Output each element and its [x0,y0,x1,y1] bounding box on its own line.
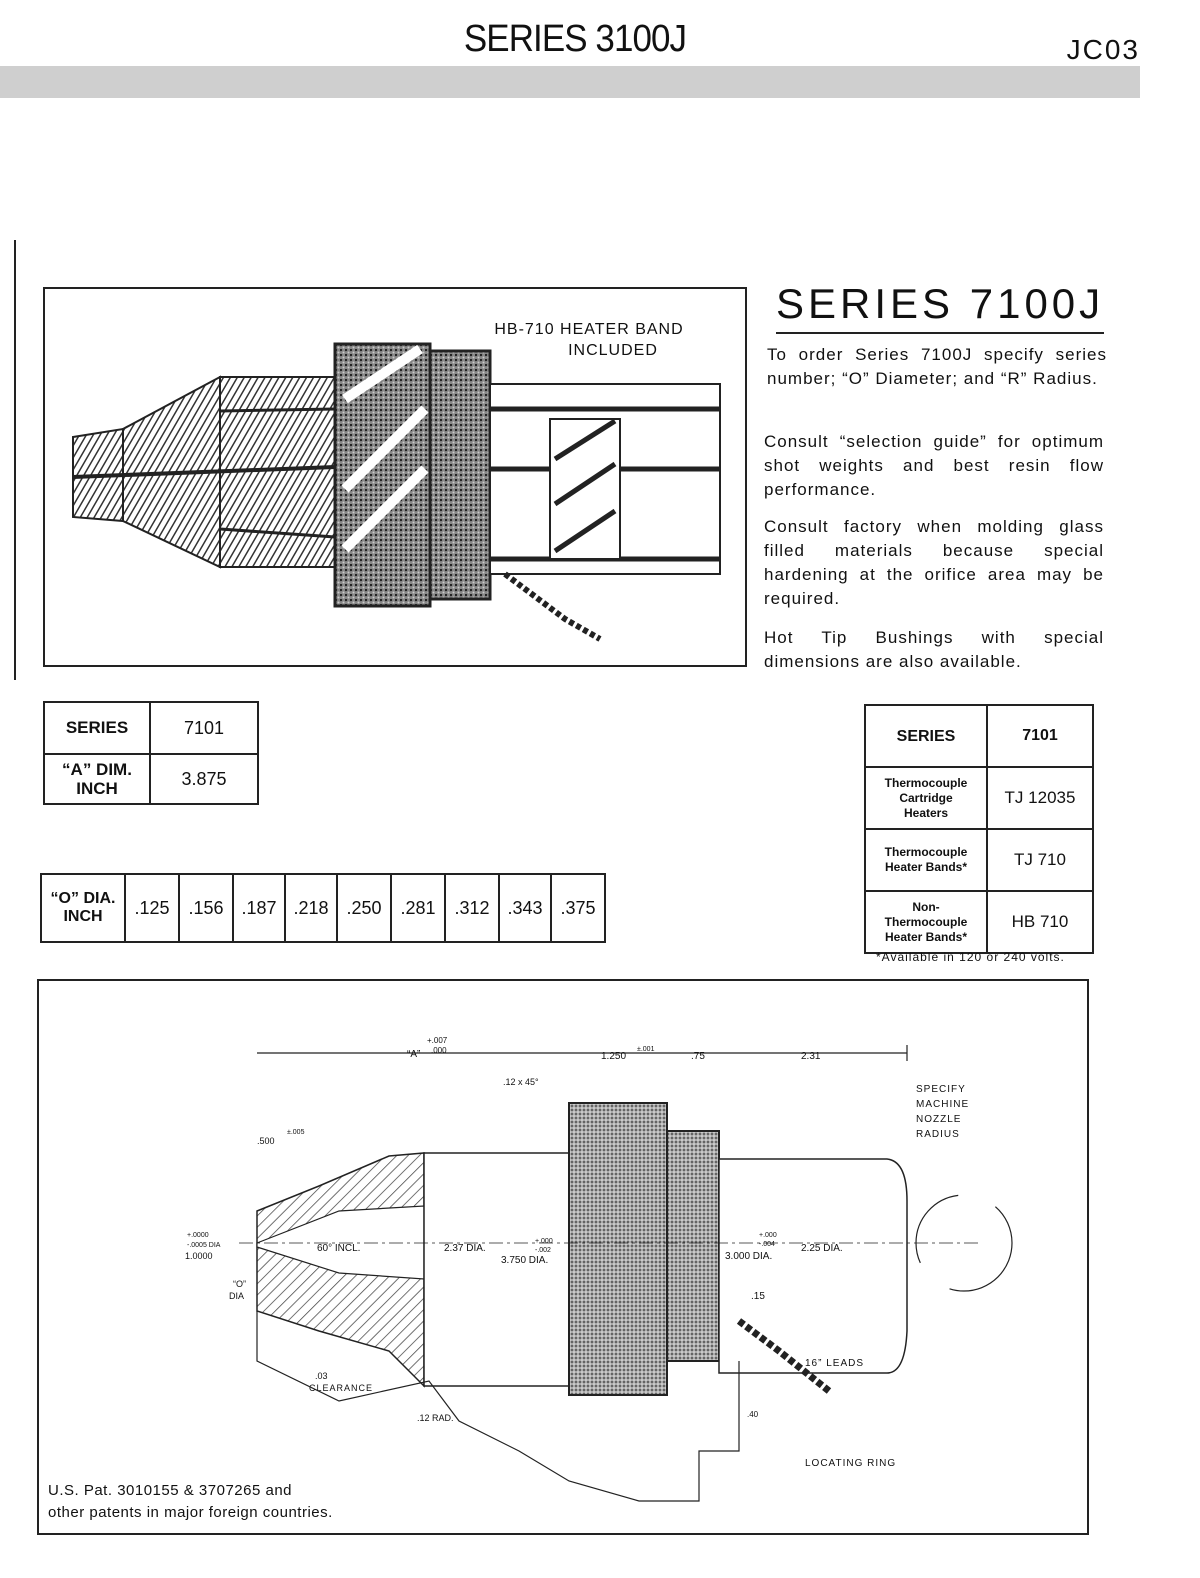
dim-500-tol: ±.005 [287,1129,305,1136]
angle-label: 60° INCL. [317,1243,360,1254]
heater-row-label-line: Heater Bands* [884,929,968,944]
o-dia-value: .125 [124,873,180,943]
o-dia-value: .312 [444,873,500,943]
dim-15: .15 [751,1291,765,1302]
o-dia-value: .281 [390,873,446,943]
selection-guide-paragraph: Consult “selection guide” for optimum sh… [764,432,1104,499]
heater-row-label: Thermocouple Cartridge Heaters [864,766,988,830]
callout-line-2: INCLUDED [568,342,658,359]
dim-75: .75 [691,1051,705,1062]
o-table-label-line-2: INCH [63,908,103,925]
page-code: JC03 [1066,34,1140,65]
a-table-dim-label-line-2: INCH [76,779,118,798]
dim-231: 2.31 [801,1051,821,1062]
a-dimension-table: SERIES 7101 “A” DIM. INCH 3.875 [43,701,259,805]
o-dia-label-2: DIA [229,1291,244,1301]
patent-line-1: U.S. Pat. 3010155 & 3707265 and [48,1482,293,1499]
o-dia-value: .250 [336,873,392,943]
dim-1250: 1.250 [601,1051,626,1062]
dia-3000-tol-2: -.004 [759,1241,775,1248]
rad-12: .12 RAD. [417,1413,454,1423]
a-table-dim-value: 3.875 [149,753,259,805]
heater-row-value: HB 710 [986,890,1094,954]
a-table-dim-label: “A” DIM. INCH [43,753,151,805]
margin-rule [14,240,16,680]
dim-a-tol-plus: +.007 [427,1036,448,1045]
clearance-1: .03 [315,1371,328,1381]
dim-40: .40 [747,1410,759,1419]
o-dia-value: .187 [232,873,286,943]
specify-line-1: SPECIFY [916,1084,966,1095]
heater-row-label: Non- Thermocouple Heater Bands* [864,890,988,954]
o-table-label: “O” DIA. INCH [40,873,126,943]
locating-ring-label: LOCATING RING [805,1458,896,1469]
glass-filled-paragraph: Consult factory when molding glass fille… [764,517,1104,608]
dimension-drawing: “A” +.007 .000 1.250 ±.001 .75 2.31 .12 … [185,1036,1013,1502]
dim-a: “A” [407,1049,420,1060]
specify-line-3: NOZZLE [916,1114,961,1125]
patent-note: U.S. Pat. 3010155 & 3707265 and other pa… [48,1480,333,1524]
order-paragraph: To order Series 7100J specify series num… [767,345,1107,388]
heater-row-value: TJ 12035 [986,766,1094,830]
heater-row-label-line: Non- [912,899,940,914]
heater-row-label-line: Thermocouple [884,845,968,859]
specify-line-2: MACHINE [916,1099,969,1110]
dim-500: .500 [257,1136,275,1146]
a-table-dim-label-line-1: “A” DIM. [62,760,132,779]
header-bar [0,66,1140,98]
heater-row-label-line: Heaters [903,805,949,820]
dia-237: 2.37 DIA. [444,1243,486,1254]
o-table-label-line-1: “O” DIA. [50,890,116,907]
heater-row-label-line: Cartridge [899,790,953,805]
o-dia-value: .343 [498,873,552,943]
o-dia-value: .218 [284,873,338,943]
left-tol-3: 1.0000 [185,1251,213,1261]
leads-label: 16” LEADS [805,1358,864,1369]
o-dia-value: .156 [178,873,234,943]
bushing-sketch: HB-710 HEATER BAND INCLUDED [72,321,721,642]
dia-3000: 3.000 DIA. [725,1251,772,1262]
o-dia-label-1: “O” [233,1279,246,1289]
heater-row-label-line: Thermocouple [884,775,968,790]
o-dia-value: .375 [550,873,606,943]
series-title-underline [776,332,1104,334]
series-title: SERIES 7100J [776,280,1105,327]
dim-a-tol-minus: .000 [431,1046,447,1055]
specify-line-4: RADIUS [916,1129,960,1140]
dia-3000-tol-1: +.000 [759,1232,777,1239]
dim-1250-tol: ±.001 [637,1046,655,1053]
heater-table: SERIES 7101 Thermocouple Cartridge Heate… [864,704,1094,954]
heater-row-label-line: Thermocouple [884,914,968,929]
a-table-series-label: SERIES [43,701,151,755]
cross-section-drawing: “A” +.007 .000 1.250 ±.001 .75 2.31 .12 … [37,979,1089,1535]
callout-line-1: HB-710 HEATER BAND [494,321,683,338]
patent-line-2: other patents in major foreign countries… [48,1504,333,1521]
left-tol-2: -.0005 DIA [187,1242,221,1249]
chamfer-label: .12 x 45° [503,1077,539,1087]
voltage-footnote: *Available in 120 or 240 volts. [876,950,1065,964]
heater-row-value: TJ 710 [986,828,1094,892]
dia-3750-tol-2: -.002 [535,1247,551,1254]
heater-row-label-line: Heater Bands* [884,860,968,874]
left-tol-1: +.0000 [187,1232,209,1239]
page-title: SERIES 3100J [463,18,687,60]
dia-225: 2.25 DIA. [801,1243,843,1254]
heater-table-series-value: 7101 [986,704,1094,768]
o-diameter-table: “O” DIA. INCH .125 .156 .187 .218 .250 .… [40,873,606,943]
heater-row-label: Thermocouple Heater Bands* [864,828,988,892]
special-dimensions-paragraph: Hot Tip Bushings with special dimensions… [764,628,1104,671]
heater-table-series-label: SERIES [864,704,988,768]
a-table-series-value: 7101 [149,701,259,755]
clearance-2: CLEARANCE [309,1383,373,1393]
dia-3750-tol-1: +.000 [535,1238,553,1245]
bushing-illustration: HB-710 HEATER BAND INCLUDED [43,287,747,667]
dia-3750: 3.750 DIA. [501,1255,548,1266]
